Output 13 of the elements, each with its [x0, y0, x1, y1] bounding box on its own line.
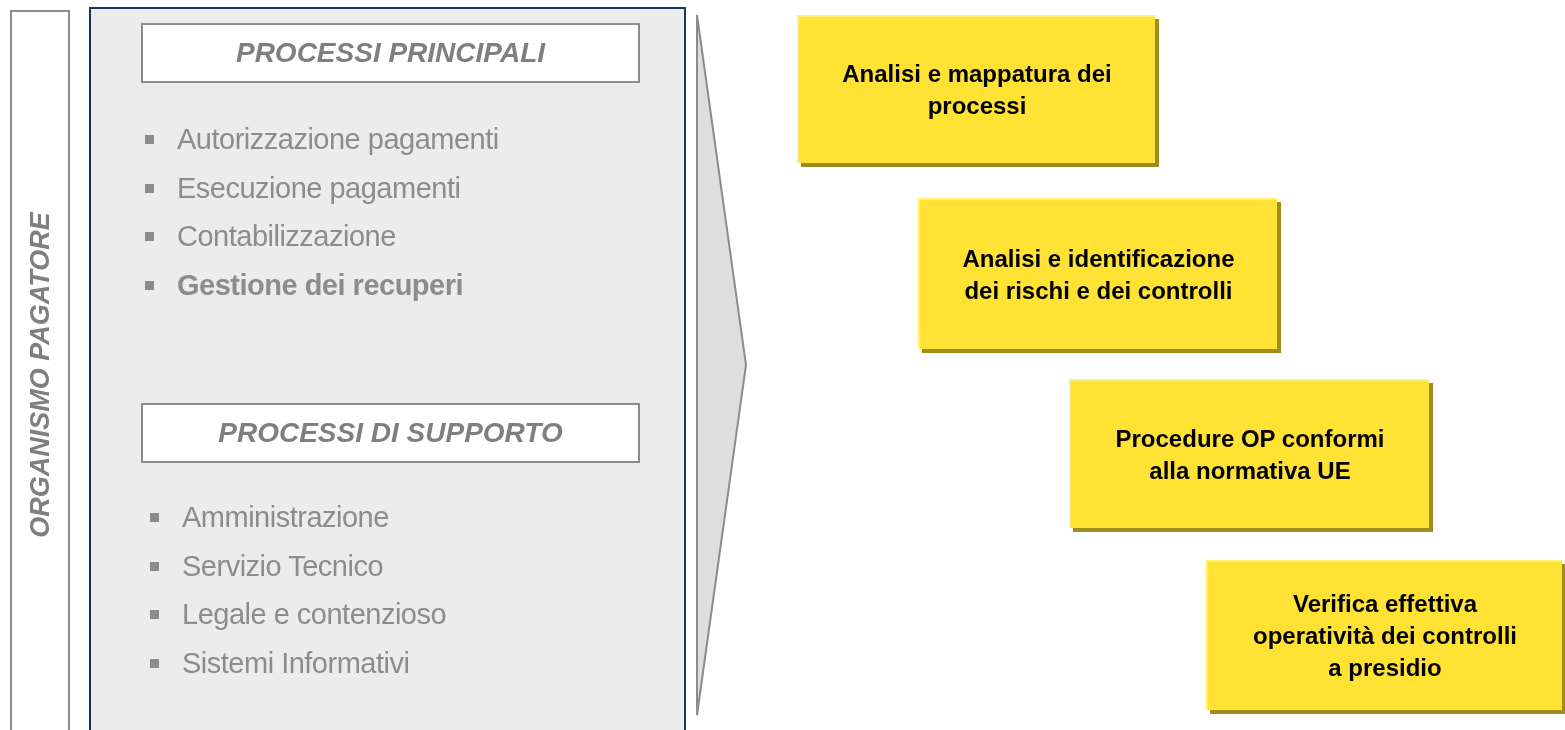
- list-item: Autorizzazione pagamenti: [177, 122, 499, 157]
- list-item: Gestione dei recuperi: [177, 268, 464, 303]
- band-title: ORGANISMO PAGATORE: [23, 212, 56, 538]
- list-item: Contabilizzazione: [177, 219, 396, 254]
- list-item: Servizio Tecnico: [182, 549, 383, 584]
- list-item: Legale e contenzioso: [182, 597, 447, 632]
- list-item: Esecuzione pagamenti: [177, 171, 461, 206]
- section-header: PROCESSI PRINCIPALI: [141, 23, 640, 83]
- section-header: PROCESSI DI SUPPORTO: [141, 403, 640, 463]
- side-band: [10, 10, 70, 730]
- list-item: Amministrazione: [182, 500, 389, 535]
- list-item: Sistemi Informativi: [182, 646, 410, 681]
- process-panel: [89, 7, 686, 730]
